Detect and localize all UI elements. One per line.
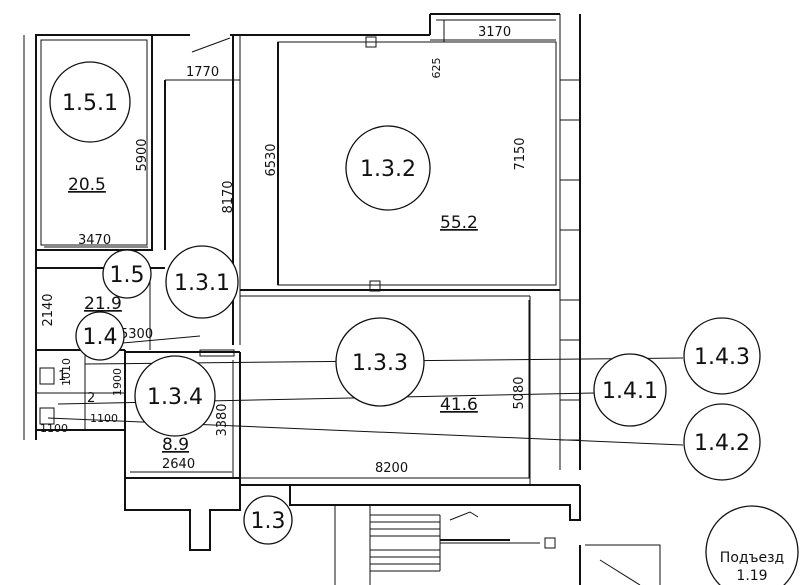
svg-text:1.4: 1.4: [83, 325, 118, 350]
dim-3380: 3380: [215, 403, 230, 436]
area-1-5-1: 20.5: [68, 175, 106, 195]
dim-8170: 8170: [221, 180, 236, 213]
entrance-number: 1.19: [736, 568, 767, 584]
svg-text:1.3.3: 1.3.3: [352, 351, 408, 376]
circle-1-3-2: 1.3.2: [345, 125, 431, 211]
circle-1-3: 1.3: [243, 495, 293, 545]
circle-1-3-4: 1.3.4: [134, 355, 216, 437]
dim-5080: 5080: [512, 376, 527, 409]
dim-2640: 2640: [162, 457, 195, 472]
svg-text:1.3.1: 1.3.1: [174, 271, 230, 296]
stairs: [334, 505, 661, 585]
dim-1900: 1900: [111, 368, 124, 396]
dim-1100-a: 1100: [90, 412, 118, 425]
window-marks: [560, 79, 580, 441]
circle-1-4-1: 1.4.1: [593, 353, 667, 427]
column-top: [365, 36, 377, 48]
dim-2140: 2140: [41, 293, 56, 326]
entrance-label: Подъезд: [720, 550, 784, 566]
area-1-3-4: 8.9: [162, 435, 189, 455]
column-bottom: [369, 280, 381, 292]
svg-text:1.4.2: 1.4.2: [694, 431, 750, 456]
door-134: [199, 349, 235, 357]
dim-5300: 5300: [120, 327, 153, 342]
circle-1-4: 1.4: [75, 311, 125, 361]
svg-text:1.5: 1.5: [110, 263, 145, 288]
dim-7150: 7150: [513, 137, 528, 170]
circle-1-5: 1.5: [102, 249, 152, 299]
svg-text:1.3.2: 1.3.2: [360, 157, 416, 182]
wall-room-1-5-1-inner: [40, 39, 148, 246]
door-swing: [191, 37, 231, 53]
sink: [39, 367, 55, 385]
circle-1-3-3: 1.3.3: [335, 317, 425, 407]
dim-625: 625: [430, 58, 443, 79]
wall-bottom-left: [124, 485, 241, 551]
dim-1010: 1010: [60, 358, 73, 386]
dim-3170: 3170: [478, 25, 511, 40]
circle-1-4-2: 1.4.2: [683, 403, 761, 481]
wc-label-1: 1: [58, 369, 66, 384]
dim-6530: 6530: [264, 143, 279, 176]
svg-text:1.4.1: 1.4.1: [602, 379, 658, 404]
svg-text:1.3.4: 1.3.4: [147, 385, 203, 410]
area-1-3-3: 41.6: [440, 395, 478, 415]
circle-1-3-1: 1.3.1: [165, 245, 239, 319]
svg-text:1.3: 1.3: [251, 509, 286, 534]
dim-5900: 5900: [135, 138, 150, 171]
dim-1100-b: 1100: [40, 422, 68, 435]
toilet: [39, 407, 55, 425]
dim-8200: 8200: [375, 461, 408, 476]
dim-1770: 1770: [186, 65, 219, 80]
area-1-5: 21.9: [84, 294, 122, 314]
dim-3470: 3470: [78, 233, 111, 248]
entrance-circle: Подъезд 1.19: [705, 505, 799, 585]
svg-text:1.4.3: 1.4.3: [694, 345, 750, 370]
circle-1-4-3: 1.4.3: [683, 317, 761, 395]
circle-1-5-1: 1.5.1: [49, 61, 131, 143]
svg-text:1.5.1: 1.5.1: [62, 91, 118, 116]
wc-label-2: 2: [87, 391, 95, 406]
area-1-3-2: 55.2: [440, 213, 478, 233]
dimension-lines: [44, 20, 557, 479]
wall-bottom-right: [289, 485, 581, 521]
